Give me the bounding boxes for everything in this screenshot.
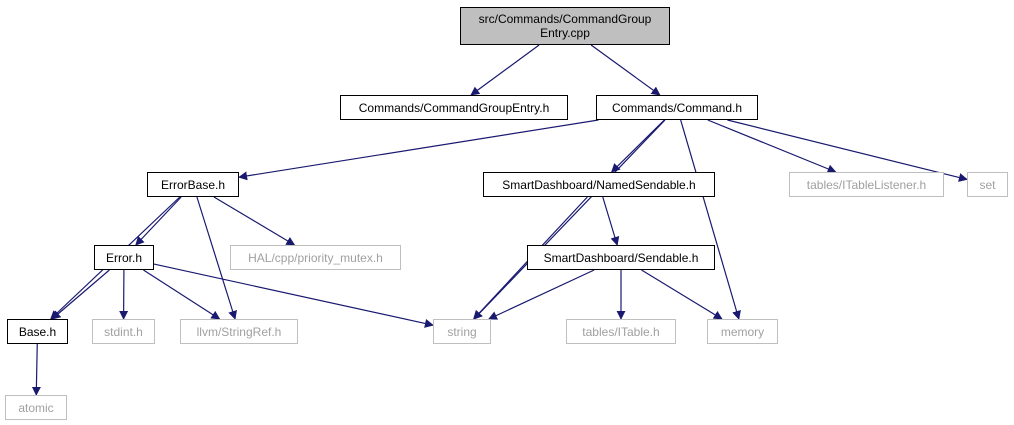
node-atomic: atomic (5, 395, 67, 420)
edge-command_h-to-set (727, 119, 968, 182)
edge-command_h-to-itablelistener_h (707, 119, 837, 174)
root-node-label-line-2: Entry.cpp (540, 26, 590, 40)
edge-command_h-to-string (473, 119, 666, 320)
edge-errorbase_h-to-priority_mutex_h (213, 196, 296, 246)
edge-root-to-command_h (590, 44, 661, 96)
node-stdint-h: stdint.h (92, 319, 155, 344)
edge-error_h-to-stringref_h (143, 269, 221, 320)
node-sendable-h[interactable]: SmartDashboard/Sendable.h (527, 245, 715, 270)
node-string: string (433, 319, 491, 344)
node-command-h[interactable]: Commands/Command.h (596, 95, 758, 120)
edge-error_h-to-base_h (51, 269, 110, 320)
edge-root-to-cmdgroup_h (470, 44, 540, 96)
node-base-h[interactable]: Base.h (7, 319, 68, 344)
node-set: set (967, 172, 1008, 197)
node-memory: memory (707, 319, 778, 344)
edge-sendable_h-to-memory (641, 269, 723, 320)
node-stringref-h: llvm/StringRef.h (180, 319, 298, 344)
edge-error_h-to-string (153, 263, 434, 328)
edge-errorbase_h-to-error_h (135, 196, 182, 246)
node-commandgroupentry-h[interactable]: Commands/CommandGroupEntry.h (340, 95, 568, 120)
node-itablelistener-h: tables/ITableListener.h (789, 172, 944, 197)
node-priority-mutex-h: HAL/cpp/priority_mutex.h (230, 245, 401, 270)
edge-command_h-to-errorbase_h (238, 119, 599, 181)
edge-command_h-to-memory (680, 119, 741, 320)
node-errorbase-h[interactable]: ErrorBase.h (147, 172, 239, 197)
root-node-label-line-1: src/Commands/CommandGroup (478, 12, 652, 26)
edge-sendable_h-to-string (488, 269, 595, 320)
node-itable-h: tables/ITable.h (566, 319, 676, 344)
node-error-h[interactable]: Error.h (94, 245, 154, 270)
edge-errorbase_h-to-stringref_h (196, 196, 237, 320)
edge-named_sendable_h-to-sendable_h (602, 196, 620, 246)
edge-base_h-to-atomic (31, 343, 41, 396)
root-node-commandgroupentry-cpp: src/Commands/CommandGroup Entry.cpp (460, 7, 670, 45)
edge-command_h-to-named_sendable_h (611, 119, 665, 173)
node-namedsendable-h[interactable]: SmartDashboard/NamedSendable.h (483, 172, 715, 197)
